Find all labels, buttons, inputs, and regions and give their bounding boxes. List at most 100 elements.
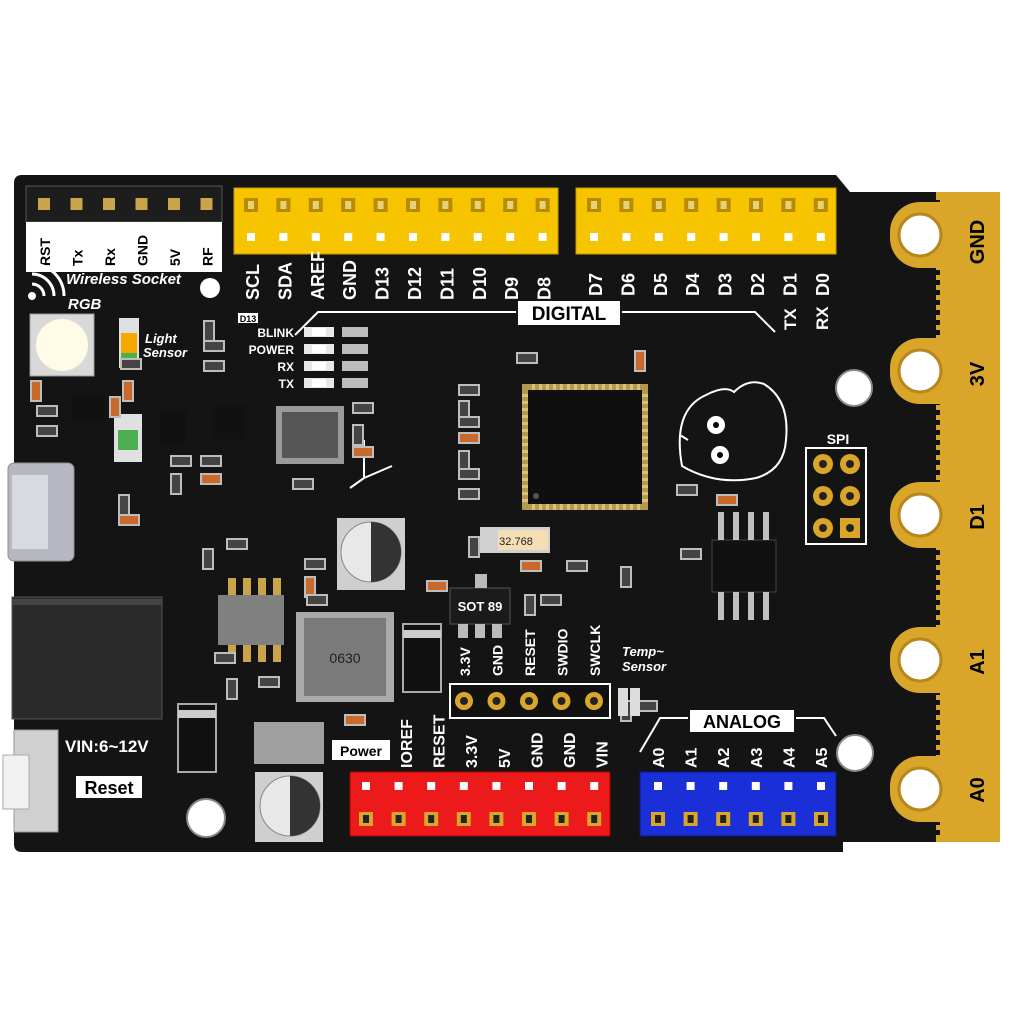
pin-socket[interactable]: [622, 233, 631, 241]
power-mosfet: [218, 578, 284, 662]
power-header[interactable]: [349, 771, 611, 837]
pin-socket[interactable]: [686, 782, 695, 790]
pin-socket[interactable]: [409, 233, 417, 241]
power-pin-label: 3.3V: [464, 735, 481, 768]
reset-button[interactable]: [2, 729, 59, 833]
analog-pin-label: A4: [781, 747, 798, 768]
pin-socket[interactable]: [492, 782, 501, 790]
spi-header[interactable]: [805, 447, 867, 545]
digital-header-a[interactable]: [233, 187, 559, 255]
capacitor-block: [254, 722, 324, 764]
edge-pad-d1[interactable]: D1: [890, 482, 989, 548]
pin-socket[interactable]: [506, 233, 515, 241]
temp-sensor-label: Temp~: [622, 644, 664, 659]
mounting-hole: [836, 734, 874, 772]
swd-header[interactable]: [449, 683, 611, 719]
edge-pad-label: 3V: [967, 361, 989, 386]
pin-socket[interactable]: [784, 233, 793, 241]
digital-pin-label: D0: [813, 273, 833, 296]
analog-pin-label: A5: [814, 747, 831, 768]
usb-port[interactable]: [7, 462, 75, 562]
swd-pin-label: SWCLK: [587, 625, 603, 676]
spi-label: SPI: [827, 431, 850, 447]
digital-header-b[interactable]: [575, 187, 837, 255]
power-pin-label: GND: [529, 732, 546, 768]
pin-socket[interactable]: [590, 782, 599, 790]
edge-pad-label: A1: [967, 649, 989, 675]
pin-socket[interactable]: [654, 233, 663, 241]
pin-socket[interactable]: [816, 233, 825, 241]
pin-socket[interactable]: [557, 782, 566, 790]
sot89-regulator: SOT 89: [449, 574, 511, 638]
power-pin-label: GND: [562, 732, 579, 768]
pin-socket[interactable]: [590, 233, 598, 241]
pin-socket[interactable]: [311, 233, 320, 241]
pin-socket[interactable]: [538, 233, 547, 241]
pin-socket[interactable]: [719, 233, 728, 241]
edge-pad-label: D1: [967, 504, 989, 530]
pin-socket[interactable]: [654, 782, 662, 790]
digital-title: DIGITAL: [532, 304, 607, 325]
d13-label: D13: [240, 314, 257, 324]
wireless-pin-label: Rx: [102, 248, 118, 266]
pin-socket[interactable]: [441, 233, 450, 241]
digital-pin-label: GND: [340, 260, 360, 300]
pin-socket[interactable]: [394, 782, 403, 790]
fuse: [114, 414, 142, 462]
pin-socket[interactable]: [752, 233, 760, 241]
pin-socket[interactable]: [784, 782, 793, 790]
power-pin-label: RESET: [432, 714, 449, 768]
pin-socket[interactable]: [817, 782, 825, 790]
edge-pad-label: A0: [967, 777, 989, 803]
wireless-pin-label: RST: [37, 238, 53, 266]
analog-pin-label: A3: [749, 747, 766, 768]
mounting-hole: [186, 798, 226, 838]
pin-socket[interactable]: [473, 233, 482, 241]
pin-socket[interactable]: [719, 782, 728, 790]
edge-pad-a0[interactable]: A0: [890, 756, 989, 822]
pin-socket[interactable]: [362, 782, 370, 790]
pin[interactable]: [70, 198, 83, 210]
swd-pin-label: RESET: [522, 629, 538, 676]
temp-sensor-label-line2: Sensor: [622, 659, 667, 674]
pin-socket[interactable]: [687, 233, 696, 241]
light-sensor-label: Light: [145, 331, 177, 346]
crystal: 32.768: [480, 527, 550, 553]
pin-socket[interactable]: [525, 782, 533, 790]
transistor: [160, 410, 186, 444]
edge-pad-a1[interactable]: A1: [890, 627, 989, 693]
pin-socket[interactable]: [459, 782, 468, 790]
status-led-label: BLINK: [257, 326, 294, 340]
edge-pad-3v[interactable]: 3V: [890, 338, 989, 404]
pin[interactable]: [135, 198, 148, 210]
digital-title-box: [518, 301, 620, 325]
pin[interactable]: [38, 198, 50, 210]
analog-header[interactable]: [639, 771, 837, 837]
vin-label: VIN:6~12V: [65, 737, 149, 756]
digital-pin-label: D9: [502, 277, 522, 300]
dc-power-jack: [11, 596, 163, 720]
pin-socket[interactable]: [279, 233, 288, 241]
diode-2: [177, 703, 217, 773]
digital-pin-label: D3: [716, 273, 736, 296]
crystal-label: 32.768: [499, 536, 533, 548]
pin[interactable]: [168, 198, 180, 210]
pin-socket[interactable]: [376, 233, 385, 241]
power-label-box: [332, 740, 390, 760]
pin-socket[interactable]: [427, 782, 436, 790]
pin[interactable]: [200, 198, 213, 210]
small-qfn-chip: [276, 406, 344, 464]
pin-socket[interactable]: [247, 233, 255, 241]
pin[interactable]: [103, 198, 115, 210]
reset-label: Reset: [84, 778, 133, 798]
status-led-label: RX: [277, 360, 294, 374]
mcu-chip: [522, 384, 648, 510]
mounting-hole: [835, 369, 873, 407]
edge-pad-gnd[interactable]: GND: [890, 202, 989, 268]
pin-socket[interactable]: [751, 782, 760, 790]
power-pin-label: IOREF: [399, 719, 416, 768]
pin-socket[interactable]: [344, 233, 353, 241]
